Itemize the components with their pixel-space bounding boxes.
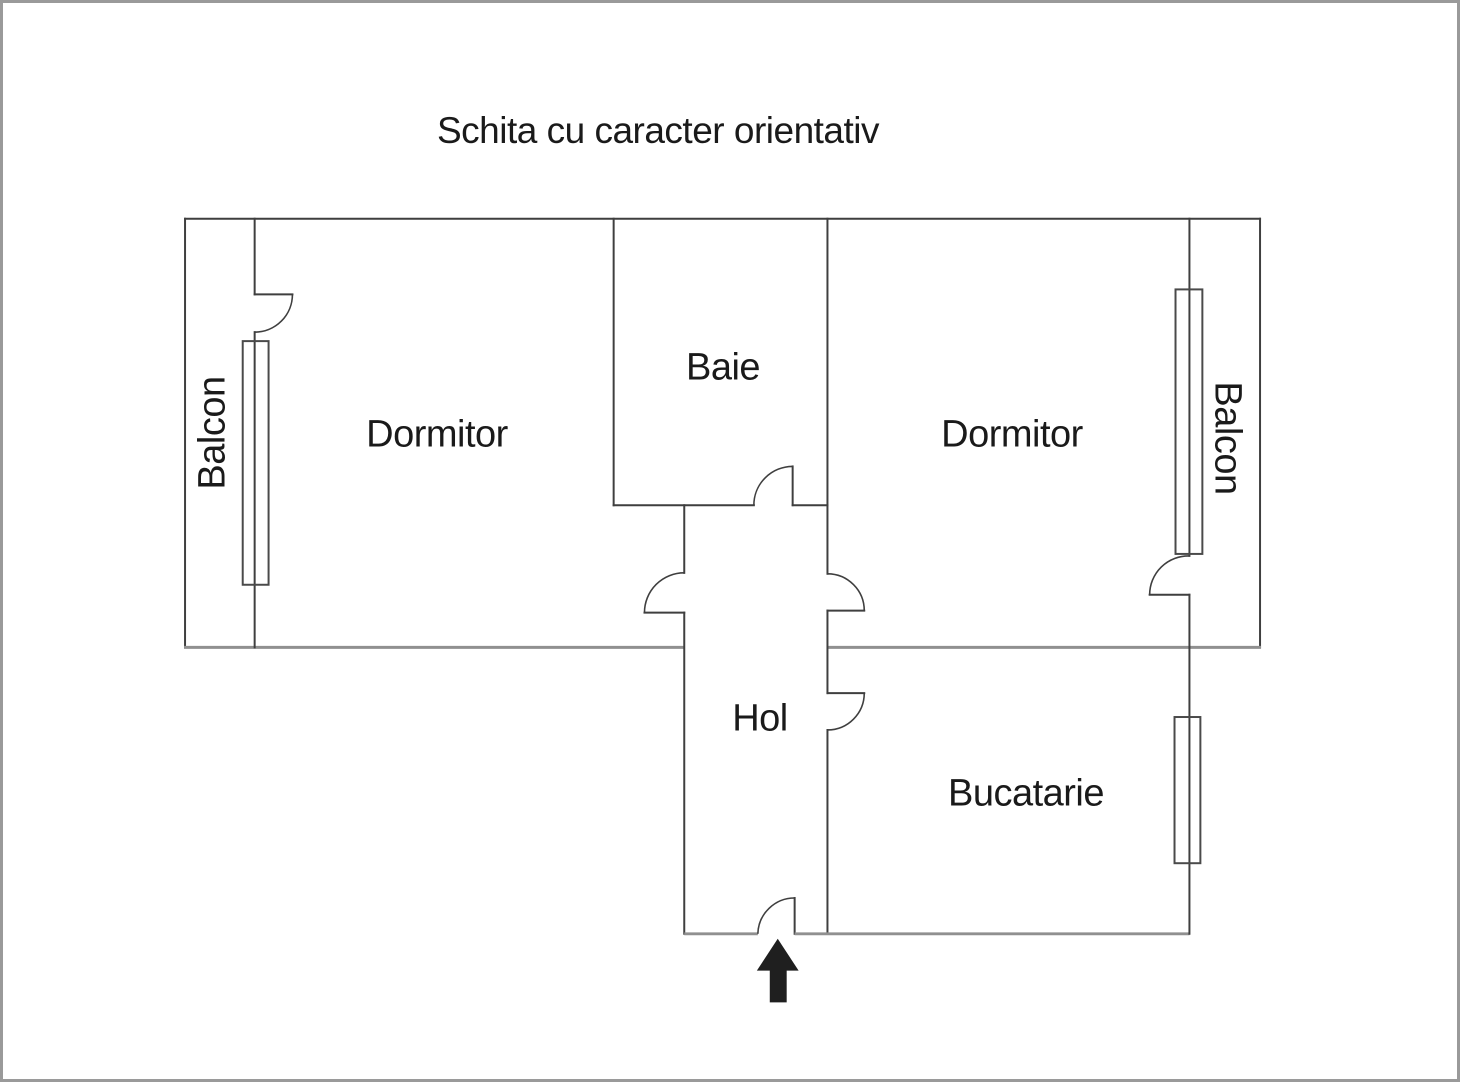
room-label-bucatarie: Bucatarie [947,772,1105,815]
room-label-balcon-left: Balcon [191,376,234,490]
room-label-hol: Hol [732,697,788,740]
plan-title: Schita cu caracter orientativ [436,110,880,151]
room-label-balcon-right: Balcon [1206,381,1249,495]
floor-plan-drawing [184,217,1262,1003]
room-label-dormitor-right: Dormitor [941,413,1083,456]
dormitor-right-door-arc [827,573,866,611]
bucatarie-window [1173,716,1202,865]
baie-door-arc [753,465,793,506]
entrance-arrow-icon [756,938,799,1003]
balcon-right-window [1174,288,1204,555]
bucatarie-door-arc [827,693,866,731]
entrance-door-arc [757,897,795,934]
room-label-dormitor-left: Dormitor [366,413,508,456]
room-label-baie: Baie [685,346,761,389]
balcon-right-door-arc [1148,555,1190,595]
dormitor-left-door-arc [643,572,685,613]
balcon-left-door-arc [254,294,294,333]
balcon-left-window [241,340,270,586]
